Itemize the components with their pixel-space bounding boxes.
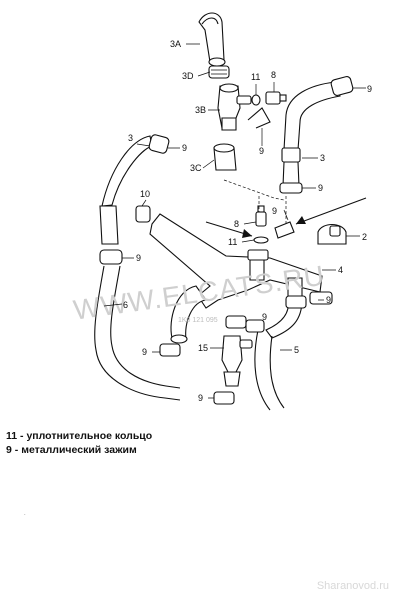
label-9-top-right: 9 bbox=[367, 84, 372, 94]
legend-item-clamp: 9 - металлический зажим bbox=[6, 444, 386, 456]
label-9-lower-mid: 9 bbox=[262, 312, 267, 322]
label-11-top: 11 bbox=[251, 72, 260, 82]
clamp-3d bbox=[208, 65, 230, 79]
label-2: 2 bbox=[362, 232, 367, 242]
clamp-9-bottom bbox=[213, 391, 235, 405]
connector-3b bbox=[217, 83, 252, 131]
svg-text:1K0 121 095: 1K0 121 095 bbox=[178, 317, 218, 324]
connector-15 bbox=[221, 335, 253, 387]
legend-text: уплотнительное кольцо bbox=[26, 430, 153, 442]
retaining-clip-9-branch bbox=[274, 221, 295, 239]
clamp-9-lower-a bbox=[225, 315, 247, 329]
label-3-left: 3 bbox=[128, 133, 133, 143]
label-3d: 3D bbox=[182, 71, 194, 81]
label-9-lower-right: 9 bbox=[326, 295, 331, 305]
clamp-9-right bbox=[279, 182, 303, 194]
label-9-left-low: 9 bbox=[142, 347, 147, 357]
arrow-left bbox=[205, 221, 253, 238]
label-3-right: 3 bbox=[320, 153, 325, 163]
clamp-9-lower-left bbox=[159, 343, 181, 357]
label-11-branch: 11 bbox=[228, 237, 237, 247]
retaining-clip-9-top bbox=[247, 107, 271, 129]
hose-6 bbox=[94, 265, 181, 401]
legend-dash: - bbox=[20, 430, 27, 442]
legend-dash: - bbox=[14, 444, 22, 456]
legend-number: 11 bbox=[6, 430, 18, 442]
o-ring-11-top bbox=[251, 94, 261, 106]
clamp-9-lower-right bbox=[285, 295, 307, 309]
legend-text: металлический зажим bbox=[21, 444, 137, 456]
o-ring-11-branch bbox=[253, 236, 269, 244]
hose-3-right bbox=[281, 76, 354, 187]
site-watermark: Sharanovod.ru bbox=[316, 580, 389, 592]
hose-3-left bbox=[99, 134, 170, 245]
stray-dot: . bbox=[24, 511, 26, 517]
parts-diagram: WWW.ELCATS.RU 1K0 121 095 3A 3D 3B 3C 11… bbox=[71, 12, 372, 411]
label-9-left-mid: 9 bbox=[136, 253, 141, 263]
sensor-8-branch bbox=[255, 205, 267, 227]
label-9-left-top: 9 bbox=[182, 143, 187, 153]
clamp-10 bbox=[135, 205, 151, 223]
label-10: 10 bbox=[140, 189, 150, 199]
label-6: 6 bbox=[123, 300, 128, 310]
label-3a: 3A bbox=[170, 39, 181, 49]
hose-3a bbox=[198, 12, 226, 67]
clip-2 bbox=[317, 223, 347, 245]
sensor-8-top bbox=[265, 91, 287, 105]
label-9-bottom: 9 bbox=[198, 393, 203, 403]
tube-3c bbox=[213, 143, 237, 171]
label-3b: 3B bbox=[195, 105, 206, 115]
branch-pipe-4 bbox=[149, 213, 323, 344]
clamp-9-lower-b bbox=[245, 319, 265, 333]
legend-number: 9 bbox=[6, 444, 12, 456]
arrow-right bbox=[295, 197, 367, 225]
label-9-branch-clip: 9 bbox=[272, 206, 277, 216]
legend-item-o-ring: 11 - уплотнительное кольцо bbox=[6, 430, 386, 442]
label-8-branch: 8 bbox=[234, 219, 239, 229]
clamp-9-left bbox=[99, 249, 123, 265]
label-3c: 3C bbox=[190, 163, 202, 173]
label-4: 4 bbox=[338, 265, 343, 275]
label-9-top-clip: 9 bbox=[259, 146, 264, 156]
label-8-top: 8 bbox=[271, 70, 276, 80]
label-5: 5 bbox=[294, 345, 299, 355]
label-15: 15 bbox=[198, 343, 208, 353]
label-9-right: 9 bbox=[318, 183, 323, 193]
